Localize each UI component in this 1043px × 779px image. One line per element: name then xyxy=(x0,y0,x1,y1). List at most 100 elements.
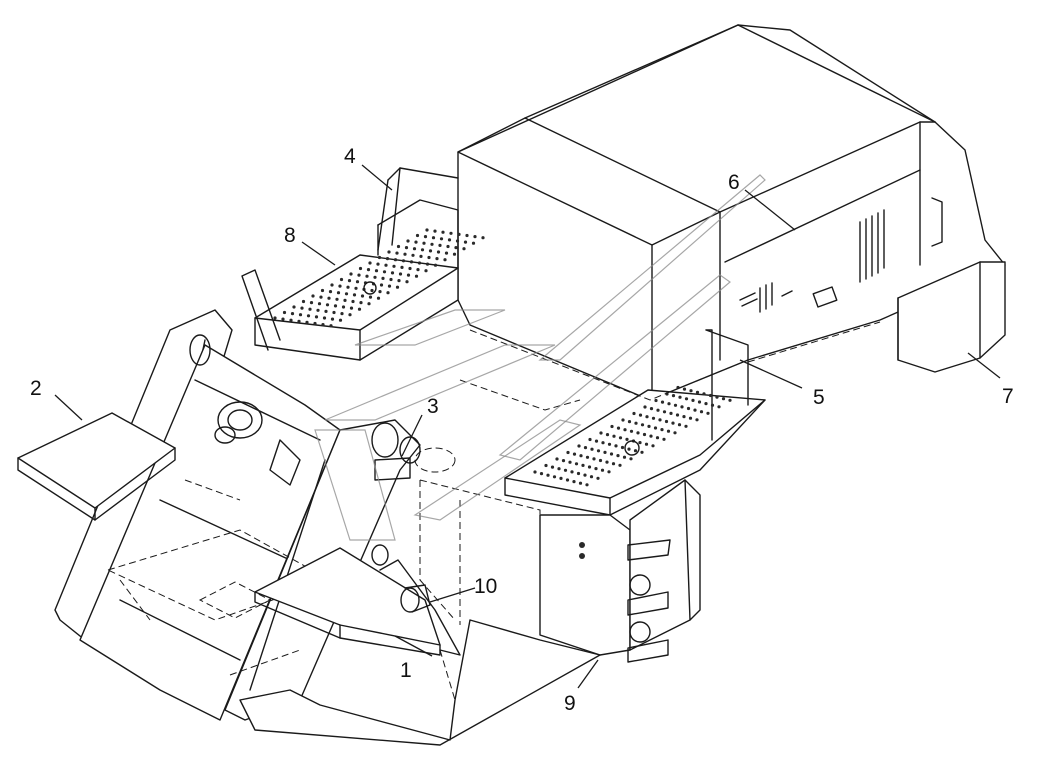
perforation-dot xyxy=(298,313,303,317)
perforation-dot xyxy=(629,429,634,433)
perforation-dot xyxy=(649,434,653,438)
perforation-dot xyxy=(640,450,644,454)
perforation-dot xyxy=(425,262,430,266)
callout-8: 8 xyxy=(284,224,296,247)
perforation-dot xyxy=(359,301,363,305)
perforation-dot xyxy=(332,310,336,315)
perforation-dot xyxy=(660,428,664,432)
perforation-dot xyxy=(552,475,557,479)
perforation-dot xyxy=(647,424,651,428)
perforation-dot xyxy=(572,452,577,456)
leader-3 xyxy=(401,414,423,457)
perforation-dot xyxy=(704,402,708,406)
hood-handle xyxy=(931,197,943,247)
perforation-dot xyxy=(370,288,374,293)
perforation-dot xyxy=(289,318,293,322)
perforation-dot xyxy=(675,413,680,417)
perforation-dot xyxy=(669,411,673,415)
perforation-dot xyxy=(671,421,675,425)
perforation-dot xyxy=(565,478,570,482)
leader-10 xyxy=(429,587,476,603)
perforation-dot xyxy=(673,403,678,407)
perforation-dot xyxy=(376,262,380,266)
perforation-dot xyxy=(643,405,647,409)
leader-7 xyxy=(967,352,1001,379)
perforation-dot xyxy=(415,233,420,238)
perforation-dot xyxy=(579,454,583,458)
perforation-dot xyxy=(546,473,550,477)
perforation-dot xyxy=(341,305,346,309)
perforation-dot xyxy=(587,465,592,469)
perforation-dot xyxy=(349,272,353,276)
part-9-tank xyxy=(539,479,701,663)
callout-labels: 1 2 3 4 5 6 7 8 9 10 xyxy=(30,145,1014,715)
perforation-dot xyxy=(627,447,631,451)
perforation-dot xyxy=(405,280,409,284)
perforation-dot xyxy=(378,290,382,294)
perforation-dot xyxy=(346,285,350,289)
perforation-dot xyxy=(634,421,638,425)
perforation-dot xyxy=(599,431,603,435)
perforation-dot xyxy=(638,441,642,445)
perforation-dot xyxy=(610,424,614,429)
perforation-dot xyxy=(605,433,610,437)
perforation-dot xyxy=(693,408,697,412)
perforation-dot xyxy=(349,306,354,310)
perforation-dot xyxy=(596,449,601,453)
perforation-dot xyxy=(347,279,352,283)
perforation-dot xyxy=(352,293,357,297)
watermark-logo xyxy=(314,174,766,541)
perforation-dot xyxy=(325,303,330,307)
perforation-dot xyxy=(710,403,715,407)
perforation-dot xyxy=(433,263,438,267)
callout-6: 6 xyxy=(728,171,740,194)
perforation-dot xyxy=(640,423,645,427)
perforation-dot xyxy=(335,297,339,301)
perforation-dot xyxy=(678,395,682,399)
perforation-dot xyxy=(414,274,419,278)
perforation-dot xyxy=(651,416,656,420)
callout-9: 9 xyxy=(564,692,576,715)
perforation-dot xyxy=(328,290,333,294)
perforation-dot xyxy=(660,400,665,404)
perforation-dot xyxy=(400,265,404,269)
part-7-box xyxy=(897,261,1006,373)
perforation-dot xyxy=(431,236,436,240)
perforation-dot xyxy=(689,389,693,393)
perforation-dot xyxy=(544,463,548,468)
perforation-dot xyxy=(452,252,457,256)
perforation-dot xyxy=(339,277,344,282)
perforation-dot xyxy=(609,452,614,456)
perforation-dot xyxy=(439,237,444,241)
perforation-dot xyxy=(395,251,399,255)
perforation-dot xyxy=(581,463,585,467)
perforation-dot xyxy=(417,261,422,265)
left-platform-dots xyxy=(273,228,485,328)
perforation-dot xyxy=(366,268,371,272)
perforation-dot xyxy=(381,276,385,280)
leader-4 xyxy=(361,164,393,191)
perforation-dot xyxy=(702,392,706,396)
perforation-dot xyxy=(462,247,466,251)
perforation-dot xyxy=(329,324,333,328)
part-2-plate xyxy=(17,412,176,521)
perforation-dot xyxy=(632,411,636,416)
perforation-dot xyxy=(351,299,355,304)
perforation-dot xyxy=(357,307,362,311)
perforation-dot xyxy=(636,431,640,435)
perforation-dot xyxy=(550,465,555,469)
perforation-dot xyxy=(416,268,420,272)
perforation-dot xyxy=(598,458,603,463)
perforation-dot xyxy=(691,398,695,402)
perforation-dot xyxy=(583,473,587,477)
perforation-dot xyxy=(420,248,425,252)
perforation-dot xyxy=(721,397,726,401)
perforation-dot xyxy=(465,233,469,238)
perforation-dot xyxy=(320,288,325,293)
perforation-dot xyxy=(574,462,579,466)
perforation-dot xyxy=(682,415,686,419)
perforation-dot xyxy=(629,457,633,461)
perforation-dot xyxy=(340,312,344,316)
perforation-dot xyxy=(398,272,403,276)
perforation-dot xyxy=(671,394,676,398)
